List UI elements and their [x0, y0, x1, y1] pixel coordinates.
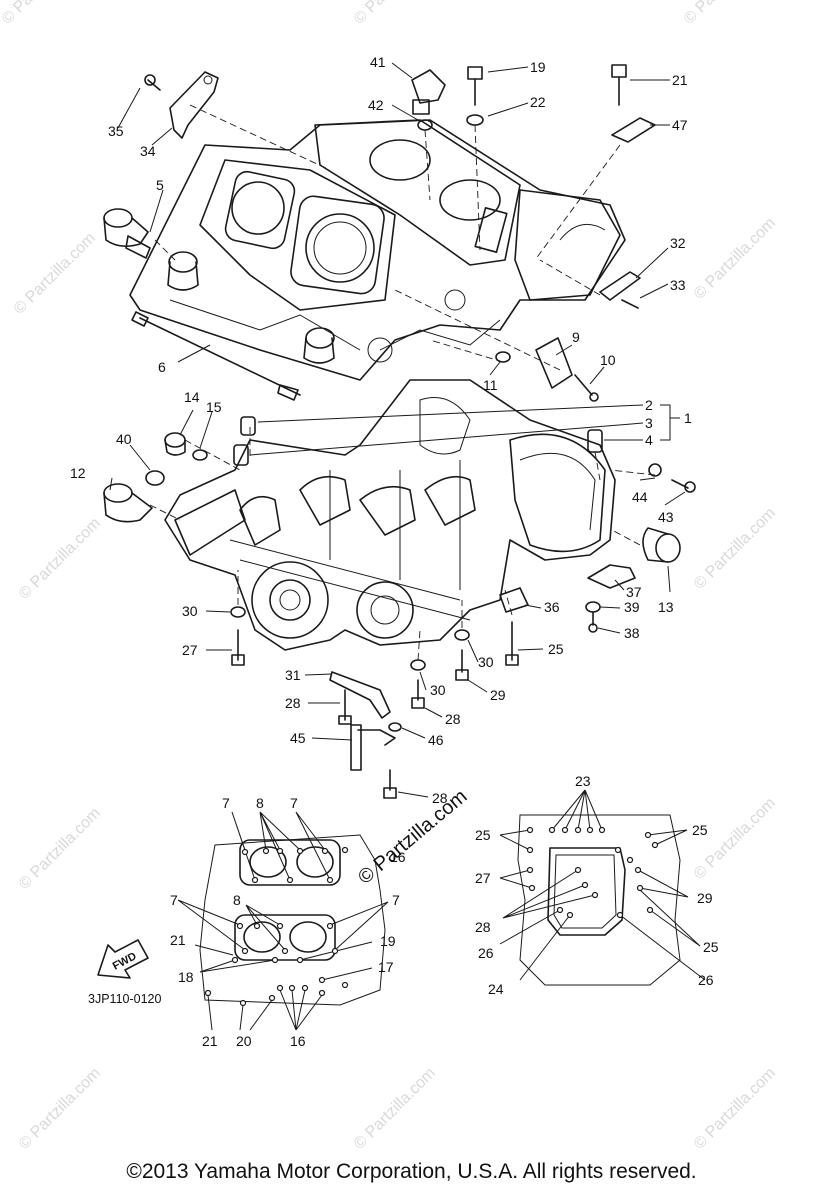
callout-28b: 28	[285, 695, 301, 711]
callout-30c: 30	[430, 682, 446, 698]
callout-47: 47	[672, 117, 688, 133]
center-watermark: © Partzilla.com	[354, 785, 471, 888]
diag-a-8b: 8	[233, 892, 241, 908]
watermark: © Partzilla.com	[691, 1065, 779, 1153]
callout-38: 38	[624, 625, 640, 641]
watermark: © Partzilla.com	[691, 215, 779, 303]
diag-b-27: 27	[475, 870, 491, 886]
diag-b-25c: 25	[703, 939, 719, 955]
watermark: © Partzilla.com	[16, 515, 104, 603]
callout-1: 1	[684, 410, 692, 426]
callout-6: 6	[158, 359, 166, 375]
callout-43: 43	[658, 509, 674, 525]
diag-a-16: 16	[390, 849, 406, 865]
callout-31: 31	[285, 667, 301, 683]
callout-45: 45	[290, 730, 306, 746]
callout-labels: 1 2 3 4 5 6 9 10 11 12 13 14 15 40 41 42…	[70, 54, 692, 806]
callout-33: 33	[670, 277, 686, 293]
callout-5: 5	[156, 177, 164, 193]
bolt-pattern-diagram-bottom	[499, 789, 706, 986]
callout-11: 11	[483, 377, 498, 393]
callout-40: 40	[116, 431, 132, 447]
diag-a-7d: 7	[392, 892, 400, 908]
diag-a-18: 18	[178, 969, 194, 985]
callout-28c: 28	[432, 790, 448, 806]
diagram-code: 3JP110-0120	[88, 992, 161, 1006]
alignment-lines	[149, 104, 656, 661]
callout-9: 9	[572, 329, 580, 345]
callout-19: 19	[530, 59, 546, 75]
copyright-notice: ©2013 Yamaha Motor Corporation, U.S.A. A…	[126, 1160, 697, 1183]
callout-10: 10	[600, 352, 616, 368]
watermark: © Partzilla.com	[16, 805, 104, 893]
diag-a-16b: 16	[290, 1033, 306, 1049]
callout-41: 41	[370, 54, 386, 70]
callout-27: 27	[182, 642, 198, 658]
watermark: © Partzilla.com	[691, 795, 779, 883]
diag-a-7: 7	[222, 795, 230, 811]
diag-b-25: 25	[475, 827, 491, 843]
watermark: © Partzilla.com	[691, 505, 779, 593]
upper-crankcase	[129, 119, 626, 381]
leader-lines	[109, 62, 686, 798]
fwd-arrow-icon: FWD	[97, 939, 149, 979]
callout-30: 30	[182, 603, 198, 619]
callout-21: 21	[672, 72, 688, 88]
callout-12: 12	[70, 465, 86, 481]
diag-b-26b: 26	[698, 972, 714, 988]
diag-b-23: 23	[575, 773, 591, 789]
callout-32: 32	[670, 235, 686, 251]
callout-15: 15	[206, 399, 222, 415]
diag-a-7b: 7	[290, 795, 298, 811]
callout-3: 3	[645, 415, 653, 431]
callout-42: 42	[368, 97, 384, 113]
callout-2: 2	[645, 397, 653, 413]
diag-b-26: 26	[478, 945, 494, 961]
callout-46: 46	[428, 732, 444, 748]
callout-29: 29	[490, 687, 506, 703]
diag-b-28: 28	[475, 919, 491, 935]
diag-a-19: 19	[380, 933, 396, 949]
diag-a-20: 20	[236, 1033, 252, 1049]
callout-35: 35	[108, 123, 124, 139]
watermark: © Partzilla.com	[351, 1065, 439, 1153]
diag-b-25b: 25	[692, 822, 708, 838]
watermark: © Partzilla.com	[681, 0, 769, 28]
callout-14: 14	[184, 389, 200, 405]
diag-b-29: 29	[697, 890, 713, 906]
lower-crankcase	[164, 379, 616, 651]
callout-25: 25	[548, 641, 564, 657]
watermark-layer: © Partzilla.com © Partzilla.com © Partzi…	[0, 0, 779, 1153]
diag-a-7c: 7	[170, 892, 178, 908]
watermark: © Partzilla.com	[0, 0, 87, 28]
callout-36: 36	[544, 599, 560, 615]
callout-28: 28	[445, 711, 461, 727]
diag-a-17: 17	[378, 959, 394, 975]
watermark: © Partzilla.com	[11, 230, 99, 318]
diag-a-8: 8	[256, 795, 264, 811]
callout-22: 22	[530, 94, 546, 110]
diag-a-21b: 21	[202, 1033, 218, 1049]
callout-13: 13	[658, 599, 674, 615]
watermark: © Partzilla.com	[351, 0, 439, 28]
diag-a-21: 21	[170, 932, 186, 948]
diagram-a-labels: 7 8 7 16 7 8 7 21 19 18 17 21 20 16	[170, 795, 406, 1049]
callout-30b: 30	[478, 654, 494, 670]
bolt-pattern-diagram-top	[177, 811, 389, 1031]
diagram-b-labels: 23 25 25 27 29 28 26 25 24 26	[475, 773, 719, 997]
small-parts	[103, 64, 696, 799]
diag-b-24: 24	[488, 981, 504, 997]
callout-4: 4	[645, 432, 653, 448]
callout-37: 37	[626, 584, 642, 600]
callout-39: 39	[624, 599, 640, 615]
callout-34: 34	[140, 143, 156, 159]
watermark: © Partzilla.com	[16, 1065, 104, 1153]
callout-44: 44	[632, 489, 648, 505]
